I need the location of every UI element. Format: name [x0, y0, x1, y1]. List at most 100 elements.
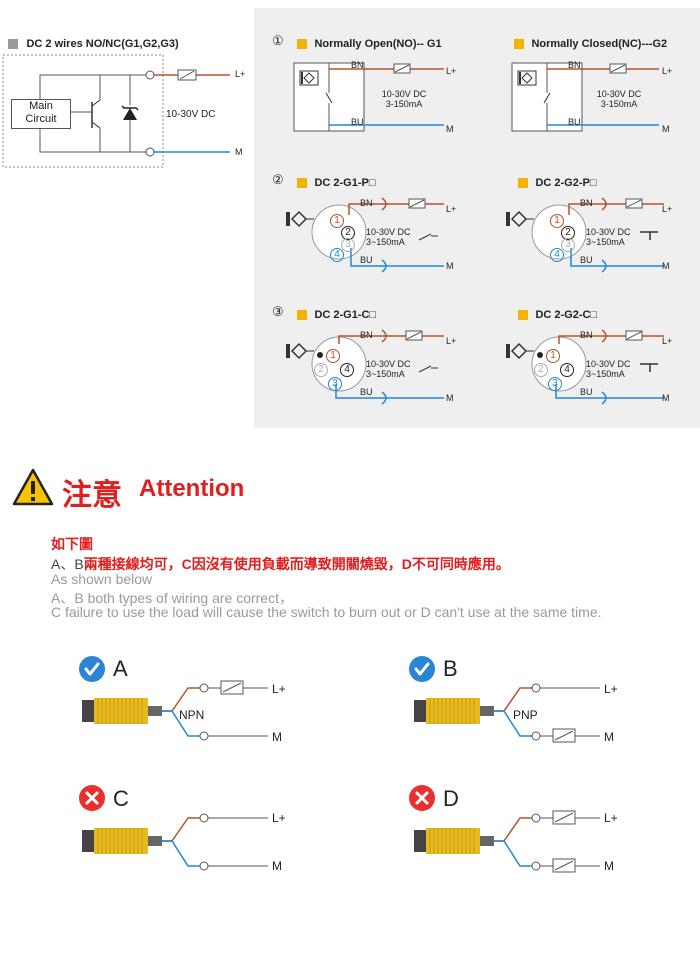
pin-1: 1 — [546, 349, 560, 363]
attention-cn: 注意 — [62, 479, 122, 512]
yellow-square-icon — [297, 309, 307, 320]
lplus-label: L+ — [446, 204, 457, 214]
m-label: M — [662, 124, 670, 134]
bn-label: BN — [568, 60, 581, 70]
bn-label: BN — [360, 330, 373, 340]
case-c-letter: C — [113, 786, 129, 811]
left-diagram-title: DC 2 wires NO/NC(G1,G2,G3) — [26, 37, 179, 50]
pin-1: 1 — [330, 214, 344, 228]
lplus-label: L+ — [662, 66, 673, 76]
lplus-label: L+ — [662, 336, 673, 346]
current-label: 3-150mA — [600, 99, 638, 109]
case-a-letter: A — [113, 656, 128, 681]
row2-left-heading: DC 2-G1-P□ — [297, 174, 376, 192]
m-label: M — [662, 261, 670, 271]
bu-label: BU — [360, 255, 373, 265]
left-lplus-label: L+ — [235, 69, 246, 79]
case-d-letter: D — [443, 786, 459, 811]
notes-cn-rest: 兩種接線均可，C因沒有使用負載而導致開關燒毀，D不可同時應用。 — [83, 556, 510, 572]
row3-left-title: DC 2-G1-C□ — [314, 308, 377, 321]
pin-1: 1 — [550, 214, 564, 228]
yellow-square-icon — [518, 177, 528, 188]
case-b-letter: B — [443, 656, 458, 681]
lplus-label: L+ — [272, 811, 286, 825]
voltage-label: 10-30V DC — [381, 89, 427, 99]
notes-en-line2: A、B both types of wiring are correct， — [51, 590, 293, 606]
gray-square-icon — [8, 38, 18, 49]
yellow-square-icon — [297, 177, 307, 188]
m-label: M — [272, 859, 282, 873]
lplus-label: L+ — [272, 682, 286, 696]
m-label: M — [446, 393, 454, 403]
row2-right-title: DC 2-G2-P□ — [535, 176, 597, 189]
current-label: 3~150mA — [366, 237, 405, 247]
main-circuit-box: Main Circuit — [11, 99, 71, 129]
m-label: M — [604, 730, 614, 744]
attention-en: Attention — [139, 475, 245, 502]
pin-4: 4 — [330, 248, 344, 262]
pin-3: 3 — [561, 238, 575, 252]
case-c-diagram — [82, 813, 268, 871]
left-diagram-title-row: DC 2 wires NO/NC(G1,G2,G3) — [8, 35, 179, 53]
row3-number: ③ — [272, 304, 284, 319]
pin-3: 3 — [341, 238, 355, 252]
m-label: M — [662, 393, 670, 403]
notes-cn-prefix: A、B — [51, 556, 84, 572]
notes-cn-line: A、B兩種接線均可，C因沒有使用負載而導致開關燒毀，D不可同時應用。 — [51, 554, 510, 574]
m-label: M — [604, 859, 614, 873]
cross-icon — [79, 785, 105, 811]
bn-label: BN — [580, 330, 593, 340]
connector-diagrams — [286, 197, 664, 405]
bu-label: BU — [580, 387, 593, 397]
notes-en-line1: As shown below — [51, 571, 153, 587]
current-label: 3-150mA — [385, 99, 423, 109]
m-label: M — [446, 124, 454, 134]
case-d-diagram — [414, 810, 600, 873]
pin-4: 4 — [340, 363, 354, 377]
lplus-label: L+ — [662, 204, 673, 214]
m-label: M — [272, 730, 282, 744]
row1-left-title: Normally Open(NO)-- G1 — [314, 37, 442, 50]
notes-en-line3: C failure to use the load will cause the… — [51, 604, 602, 620]
bu-label: BU — [568, 117, 581, 127]
voltage-label: 10-30V DC — [596, 89, 642, 99]
pin-3: 3 — [328, 377, 342, 391]
case-b-diagram — [414, 683, 600, 743]
bu-label: BU — [351, 117, 364, 127]
yellow-square-icon — [514, 38, 524, 49]
voltage-label: 10-30V DC — [586, 359, 631, 369]
row1-right-title: Normally Closed(NC)---G2 — [531, 37, 668, 50]
row1-right-heading: Normally Closed(NC)---G2 — [514, 35, 667, 53]
bn-label: BN — [351, 60, 364, 70]
lplus-label: L+ — [446, 66, 457, 76]
row1-diagrams — [293, 62, 659, 132]
check-icon — [409, 656, 435, 682]
yellow-square-icon — [518, 309, 528, 320]
check-icon — [79, 656, 105, 682]
row1-number: ① — [272, 33, 284, 48]
current-label: 3~150mA — [586, 369, 625, 379]
bn-label: BN — [360, 198, 373, 208]
voltage-label: 10-30V DC — [366, 359, 411, 369]
lplus-label: L+ — [604, 811, 618, 825]
pin-4: 4 — [550, 248, 564, 262]
row1-left-heading: Normally Open(NO)-- G1 — [297, 35, 442, 53]
row2-number: ② — [272, 172, 284, 187]
current-label: 3~150mA — [586, 237, 625, 247]
row3-left-heading: DC 2-G1-C□ — [297, 306, 376, 324]
bu-label: BU — [360, 387, 373, 397]
bn-label: BN — [580, 198, 593, 208]
row3-right-heading: DC 2-G2-C□ — [518, 306, 597, 324]
case-b-type: PNP — [513, 708, 538, 722]
yellow-square-icon — [297, 38, 307, 49]
lplus-label: L+ — [604, 682, 618, 696]
cross-icon — [409, 785, 435, 811]
pin-1: 1 — [326, 349, 340, 363]
left-m-label: M — [235, 147, 243, 157]
m-label: M — [446, 261, 454, 271]
pin-2: 2 — [314, 363, 328, 377]
left-voltage-label: 10-30V DC — [166, 109, 216, 120]
case-a-type: NPN — [179, 708, 205, 722]
row2-right-heading: DC 2-G2-P□ — [518, 174, 597, 192]
voltage-label: 10-30V DC — [586, 227, 631, 237]
